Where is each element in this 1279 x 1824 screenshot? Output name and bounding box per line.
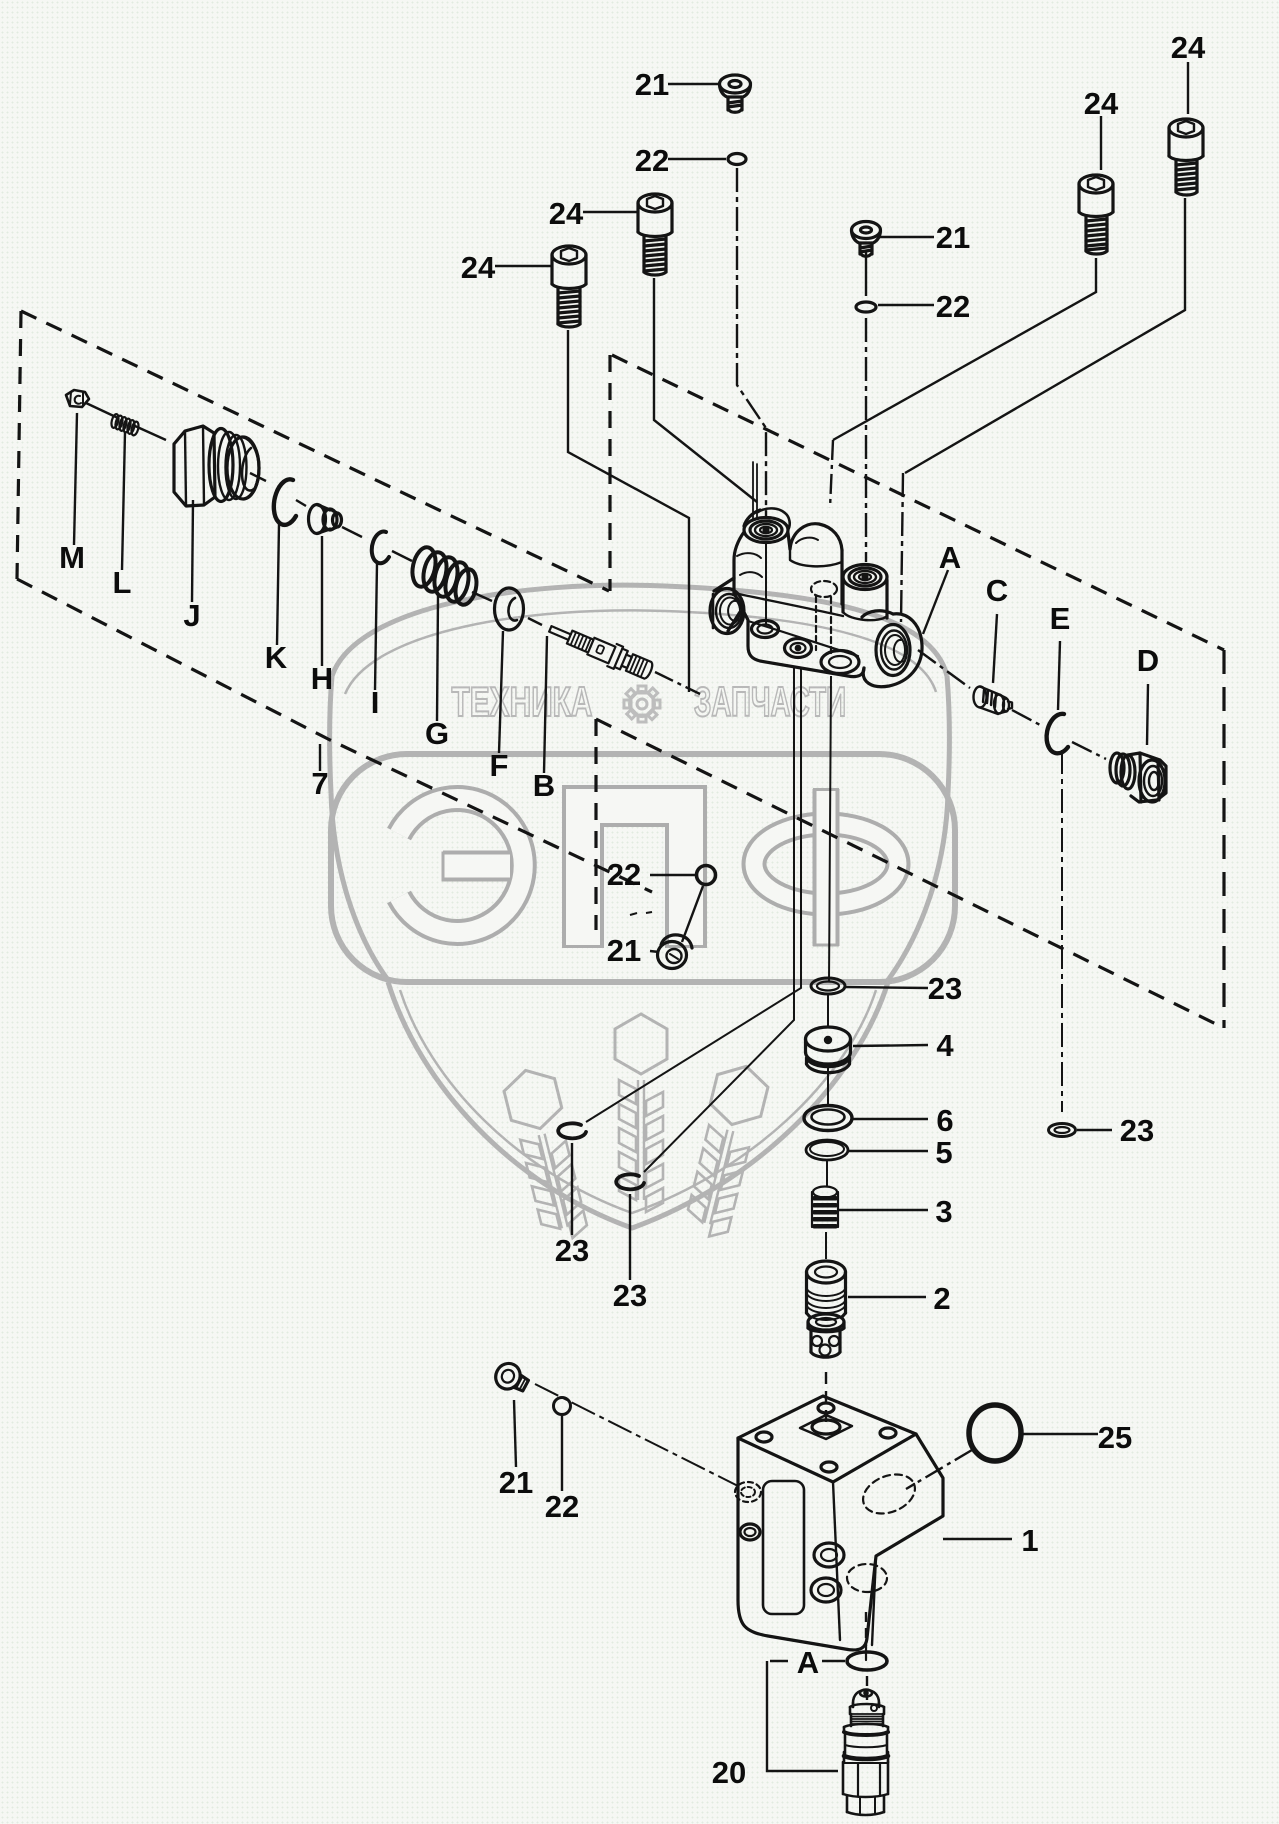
svg-text:24: 24: [1171, 30, 1206, 65]
svg-text:4: 4: [936, 1028, 954, 1063]
svg-text:21: 21: [635, 67, 669, 102]
svg-text:20: 20: [712, 1755, 746, 1790]
svg-text:2: 2: [933, 1281, 950, 1316]
svg-text:22: 22: [635, 143, 669, 178]
svg-text:24: 24: [461, 250, 496, 285]
svg-text:ТЕХНИКА: ТЕХНИКА: [452, 678, 593, 725]
svg-text:24: 24: [1084, 86, 1119, 121]
svg-text:B: B: [533, 768, 555, 803]
svg-text:22: 22: [936, 289, 970, 324]
svg-text:21: 21: [499, 1465, 533, 1500]
svg-text:K: K: [265, 640, 288, 675]
svg-text:6: 6: [936, 1103, 953, 1138]
svg-text:1: 1: [1021, 1523, 1038, 1558]
svg-text:22: 22: [607, 857, 641, 892]
svg-text:23: 23: [555, 1233, 589, 1268]
svg-text:ЗАПЧАСТИ: ЗАПЧАСТИ: [694, 678, 846, 725]
svg-text:25: 25: [1098, 1420, 1132, 1455]
svg-text:G: G: [425, 716, 449, 751]
svg-text:23: 23: [1120, 1113, 1154, 1148]
svg-text:M: M: [59, 540, 85, 575]
svg-text:L: L: [113, 565, 132, 600]
svg-text:E: E: [1050, 601, 1071, 636]
svg-text:23: 23: [928, 971, 962, 1006]
svg-text:3: 3: [935, 1194, 952, 1229]
svg-text:F: F: [490, 748, 509, 783]
svg-text:A: A: [797, 1645, 819, 1680]
svg-text:21: 21: [936, 220, 970, 255]
svg-text:I: I: [371, 685, 380, 720]
svg-text:5: 5: [935, 1135, 952, 1170]
svg-text:C: C: [986, 573, 1008, 608]
svg-text:21: 21: [607, 933, 641, 968]
svg-text:J: J: [183, 598, 200, 633]
svg-text:23: 23: [613, 1278, 647, 1313]
svg-text:24: 24: [549, 196, 584, 231]
svg-text:7: 7: [311, 766, 328, 801]
svg-text:H: H: [311, 661, 333, 696]
svg-text:A: A: [939, 540, 961, 575]
svg-text:22: 22: [545, 1489, 579, 1524]
svg-text:D: D: [1137, 643, 1159, 678]
